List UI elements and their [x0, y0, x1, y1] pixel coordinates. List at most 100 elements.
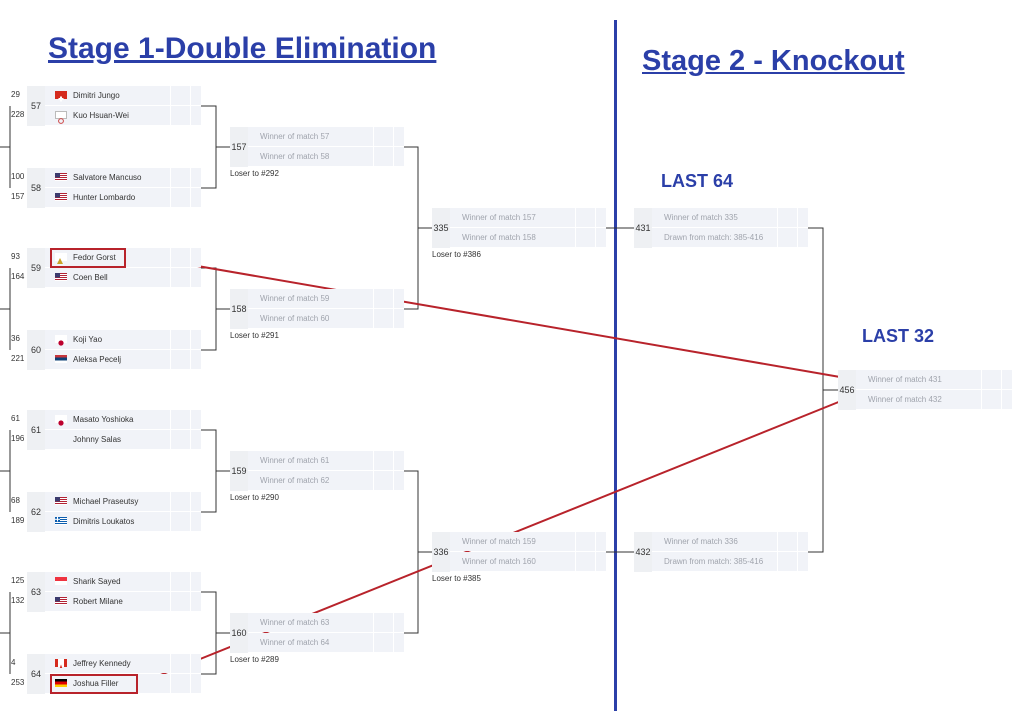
- player-slot[interactable]: Hunter Lombardo: [45, 188, 201, 207]
- player-slot[interactable]: Jeffrey Kennedy: [45, 654, 201, 673]
- score-divider: [190, 592, 191, 611]
- player-slot[interactable]: Fedor Gorst: [45, 248, 201, 267]
- placeholder-slot[interactable]: Winner of match 160: [450, 552, 606, 571]
- placeholder-slot[interactable]: Winner of match 431: [856, 370, 1012, 389]
- placeholder-slot[interactable]: Winner of match 58: [248, 147, 404, 166]
- player-slot[interactable]: Joshua Filler: [45, 674, 201, 693]
- player-slot[interactable]: Robert Milane: [45, 592, 201, 611]
- player-slot[interactable]: Michael Praseutsy: [45, 492, 201, 511]
- score-divider: [595, 552, 596, 571]
- placeholder-slot[interactable]: Winner of match 157: [450, 208, 606, 227]
- placeholder-slot[interactable]: Winner of match 336: [652, 532, 808, 551]
- match-number: 60: [27, 330, 45, 370]
- placeholder-slot[interactable]: Winner of match 60: [248, 309, 404, 328]
- match-number: 63: [27, 572, 45, 612]
- seed-number: 125: [11, 576, 25, 585]
- stage1-heading: Stage 1-Double Elimination: [48, 32, 437, 65]
- slot-label: Winner of match 62: [260, 476, 330, 485]
- placeholder-slot[interactable]: Drawn from match: 385-416: [652, 228, 808, 247]
- greece-flag-icon: [55, 517, 67, 525]
- slot-label: Winner of match 159: [462, 537, 536, 546]
- score-divider: [373, 471, 374, 490]
- slot-label: Winner of match 64: [260, 638, 330, 647]
- match-number: 158: [230, 289, 248, 329]
- placeholder-slot[interactable]: Winner of match 61: [248, 451, 404, 470]
- slot-label: Drawn from match: 385-416: [664, 233, 764, 242]
- player-name: Dimitris Loukatos: [73, 517, 135, 526]
- placeholder-slot[interactable]: Winner of match 62: [248, 471, 404, 490]
- seed-number: 132: [11, 596, 25, 605]
- match-number: 336: [432, 532, 450, 572]
- score-divider: [170, 592, 171, 611]
- loser-destination: Loser to #290: [230, 493, 279, 502]
- player-slot[interactable]: Koji Yao: [45, 330, 201, 349]
- stage-divider: [614, 20, 617, 711]
- placeholder-slot[interactable]: Winner of match 59: [248, 289, 404, 308]
- usa-flag-icon: [55, 173, 67, 181]
- score-divider: [981, 390, 982, 409]
- player-slot[interactable]: Dimitris Loukatos: [45, 512, 201, 531]
- player-slot[interactable]: Sharik Sayed: [45, 572, 201, 591]
- player-slot[interactable]: Johnny Salas: [45, 430, 201, 449]
- seed-number: 61: [11, 414, 20, 423]
- score-divider: [777, 208, 778, 227]
- score-divider: [393, 471, 394, 490]
- seed-number: 93: [11, 252, 20, 261]
- player-slot[interactable]: Masato Yoshioka: [45, 410, 201, 429]
- match-number: 431: [634, 208, 652, 248]
- player-slot[interactable]: Aleksa Pecelj: [45, 350, 201, 369]
- placeholder-slot[interactable]: Winner of match 159: [450, 532, 606, 551]
- seed-number: 228: [11, 110, 25, 119]
- slot-label: Winner of match 335: [664, 213, 738, 222]
- match-number: 456: [838, 370, 856, 410]
- score-divider: [575, 208, 576, 227]
- score-divider: [373, 289, 374, 308]
- player-name: Kuo Hsuan-Wei: [73, 111, 129, 120]
- player-slot[interactable]: Kuo Hsuan-Wei: [45, 106, 201, 125]
- placeholder-slot[interactable]: Winner of match 57: [248, 127, 404, 146]
- placeholder-slot[interactable]: Winner of match 64: [248, 633, 404, 652]
- score-divider: [190, 86, 191, 105]
- player-name: Dimitri Jungo: [73, 91, 120, 100]
- score-divider: [170, 654, 171, 673]
- placeholder-slot[interactable]: Drawn from match: 385-416: [652, 552, 808, 571]
- score-divider: [170, 86, 171, 105]
- player-slot[interactable]: Salvatore Mancuso: [45, 168, 201, 187]
- slot-label: Winner of match 58: [260, 152, 330, 161]
- placeholder-slot[interactable]: Winner of match 158: [450, 228, 606, 247]
- slot-label: Winner of match 431: [868, 375, 942, 384]
- taipei-flag-icon: [55, 111, 67, 124]
- score-divider: [170, 268, 171, 287]
- score-divider: [797, 228, 798, 247]
- singapore-flag-icon: [55, 577, 67, 585]
- placeholder-slot[interactable]: Winner of match 335: [652, 208, 808, 227]
- placeholder-slot[interactable]: Winner of match 432: [856, 390, 1012, 409]
- seed-number: 164: [11, 272, 25, 281]
- player-slot[interactable]: Coen Bell: [45, 268, 201, 287]
- match-number: 59: [27, 248, 45, 288]
- score-divider: [190, 350, 191, 369]
- seed-number: 36: [11, 334, 20, 343]
- player-slot[interactable]: Dimitri Jungo: [45, 86, 201, 105]
- match-number: 157: [230, 127, 248, 167]
- score-divider: [190, 512, 191, 531]
- germany-flag-icon: [55, 679, 67, 687]
- placeholder-slot[interactable]: Winner of match 63: [248, 613, 404, 632]
